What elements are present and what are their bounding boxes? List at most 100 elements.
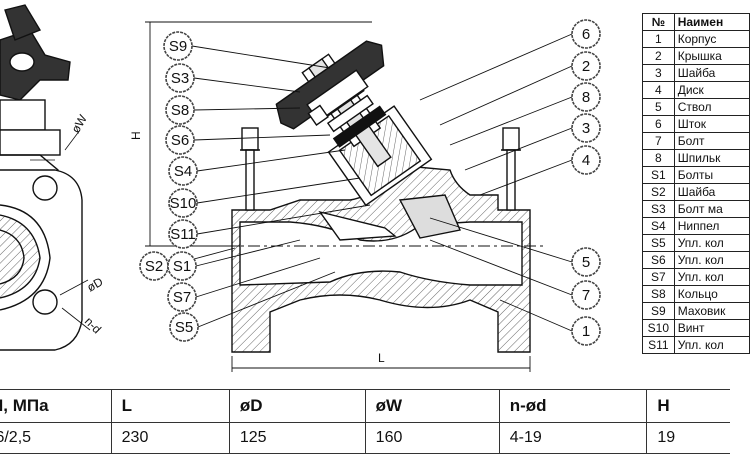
parts-row-name: Шпильк bbox=[673, 149, 750, 167]
callout-label: 8 bbox=[582, 89, 590, 106]
dim-length: L bbox=[378, 351, 385, 365]
callout-label: 3 bbox=[582, 120, 590, 137]
parts-row-name: Болты bbox=[673, 166, 750, 184]
callout-label: S9 bbox=[169, 38, 187, 55]
callout-leader bbox=[429, 217, 573, 263]
parts-row-num: 7 bbox=[642, 132, 675, 150]
spec-header-pn: N, МПа bbox=[0, 389, 112, 423]
callout-label: S5 bbox=[175, 319, 193, 336]
parts-row-name: Шток bbox=[673, 115, 750, 133]
callout-leader bbox=[449, 96, 573, 146]
callout-circle bbox=[571, 113, 601, 143]
callout-circle bbox=[571, 316, 601, 346]
spec-header-row: N, МПа L øD øW n-ød H bbox=[0, 389, 730, 423]
callout-leader bbox=[195, 257, 321, 298]
parts-row-name: Шайба bbox=[673, 64, 750, 82]
parts-row-num: S10 bbox=[642, 319, 675, 337]
callout-circle bbox=[168, 188, 198, 218]
parts-header-row: № Наимен bbox=[642, 13, 750, 31]
side-handwheel bbox=[0, 4, 71, 101]
callout-circle bbox=[167, 251, 197, 281]
callout-label: 5 bbox=[582, 254, 590, 271]
spec-header-h: H bbox=[646, 389, 730, 423]
side-view bbox=[0, 4, 91, 351]
callout-circle bbox=[571, 51, 601, 81]
parts-row-name: Крышка bbox=[673, 47, 750, 65]
parts-row-name: Ниппел bbox=[673, 217, 750, 235]
spec-value-nd: 4-19 bbox=[498, 422, 647, 454]
callout-circle bbox=[165, 95, 195, 125]
parts-header-name: Наимен bbox=[673, 13, 750, 31]
callout-leader bbox=[419, 33, 573, 101]
spec-header-nd: n-ød bbox=[498, 389, 647, 423]
callout-label: 2 bbox=[582, 58, 590, 75]
callout-leader bbox=[191, 45, 331, 69]
callout-circle bbox=[165, 125, 195, 155]
parts-row-name: Ствол bbox=[673, 98, 750, 116]
callout-label: S11 bbox=[170, 226, 196, 243]
callout-label: S4 bbox=[174, 163, 192, 180]
spec-table: N, МПа L øD øW n-ød H ,6/2,5 230 125 160… bbox=[0, 389, 730, 454]
dim-flange-w: øW bbox=[68, 112, 90, 136]
callout-leader bbox=[193, 134, 331, 141]
parts-row-name: Шайба bbox=[673, 183, 750, 201]
parts-row-num: S9 bbox=[642, 302, 675, 320]
spec-value-l: 230 bbox=[110, 422, 230, 454]
parts-row-num: 2 bbox=[642, 47, 675, 65]
callout-leader bbox=[499, 299, 573, 332]
callout-leader bbox=[195, 239, 301, 267]
callout-circle bbox=[571, 82, 601, 112]
parts-row-name: Болт ма bbox=[673, 200, 750, 218]
parts-row-num: S5 bbox=[642, 234, 675, 252]
spec-value-pn: ,6/2,5 bbox=[0, 422, 112, 454]
parts-row-num: S7 bbox=[642, 268, 675, 286]
callout-circle bbox=[571, 19, 601, 49]
callout-label: S7 bbox=[173, 289, 191, 306]
dim-flange-d: øD bbox=[85, 274, 106, 294]
callout-label: 7 bbox=[582, 287, 590, 304]
parts-row-name: Упл. кол bbox=[673, 251, 750, 269]
parts-row-num: S6 bbox=[642, 251, 675, 269]
callout-leader bbox=[196, 177, 361, 204]
callout-label: S1 bbox=[173, 258, 191, 275]
callout-circle bbox=[169, 312, 199, 342]
parts-row-num: S3 bbox=[642, 200, 675, 218]
callout-circle bbox=[571, 247, 601, 277]
parts-row-name: Болт bbox=[673, 132, 750, 150]
parts-row-name: Корпус bbox=[673, 30, 750, 48]
callout-circle bbox=[571, 145, 601, 175]
callout-leader bbox=[464, 127, 573, 171]
callout-label: S10 bbox=[170, 195, 197, 212]
callout-circle bbox=[165, 63, 195, 93]
parts-row-num: 5 bbox=[642, 98, 675, 116]
spec-header-l: L bbox=[110, 389, 230, 423]
parts-row-name: Упл. кол bbox=[673, 336, 750, 354]
callout-circle bbox=[168, 219, 198, 249]
valve-drawing: øW øD n-d bbox=[0, 4, 601, 372]
callout-circle bbox=[163, 31, 193, 61]
spec-value-h: 19 bbox=[646, 422, 730, 454]
parts-row-num: S11 bbox=[642, 336, 675, 354]
callout-leader bbox=[196, 204, 371, 235]
callout-label: S6 bbox=[171, 132, 189, 149]
parts-row-name: Винт bbox=[673, 319, 750, 337]
callout-leader bbox=[479, 159, 573, 196]
parts-row-num: 4 bbox=[642, 81, 675, 99]
callout-label: S8 bbox=[171, 102, 189, 119]
spec-value-row: ,6/2,5 230 125 160 4-19 19 bbox=[0, 422, 730, 454]
dim-height: H bbox=[129, 131, 143, 140]
callout-leader bbox=[439, 65, 573, 126]
callout-circle bbox=[167, 282, 197, 312]
